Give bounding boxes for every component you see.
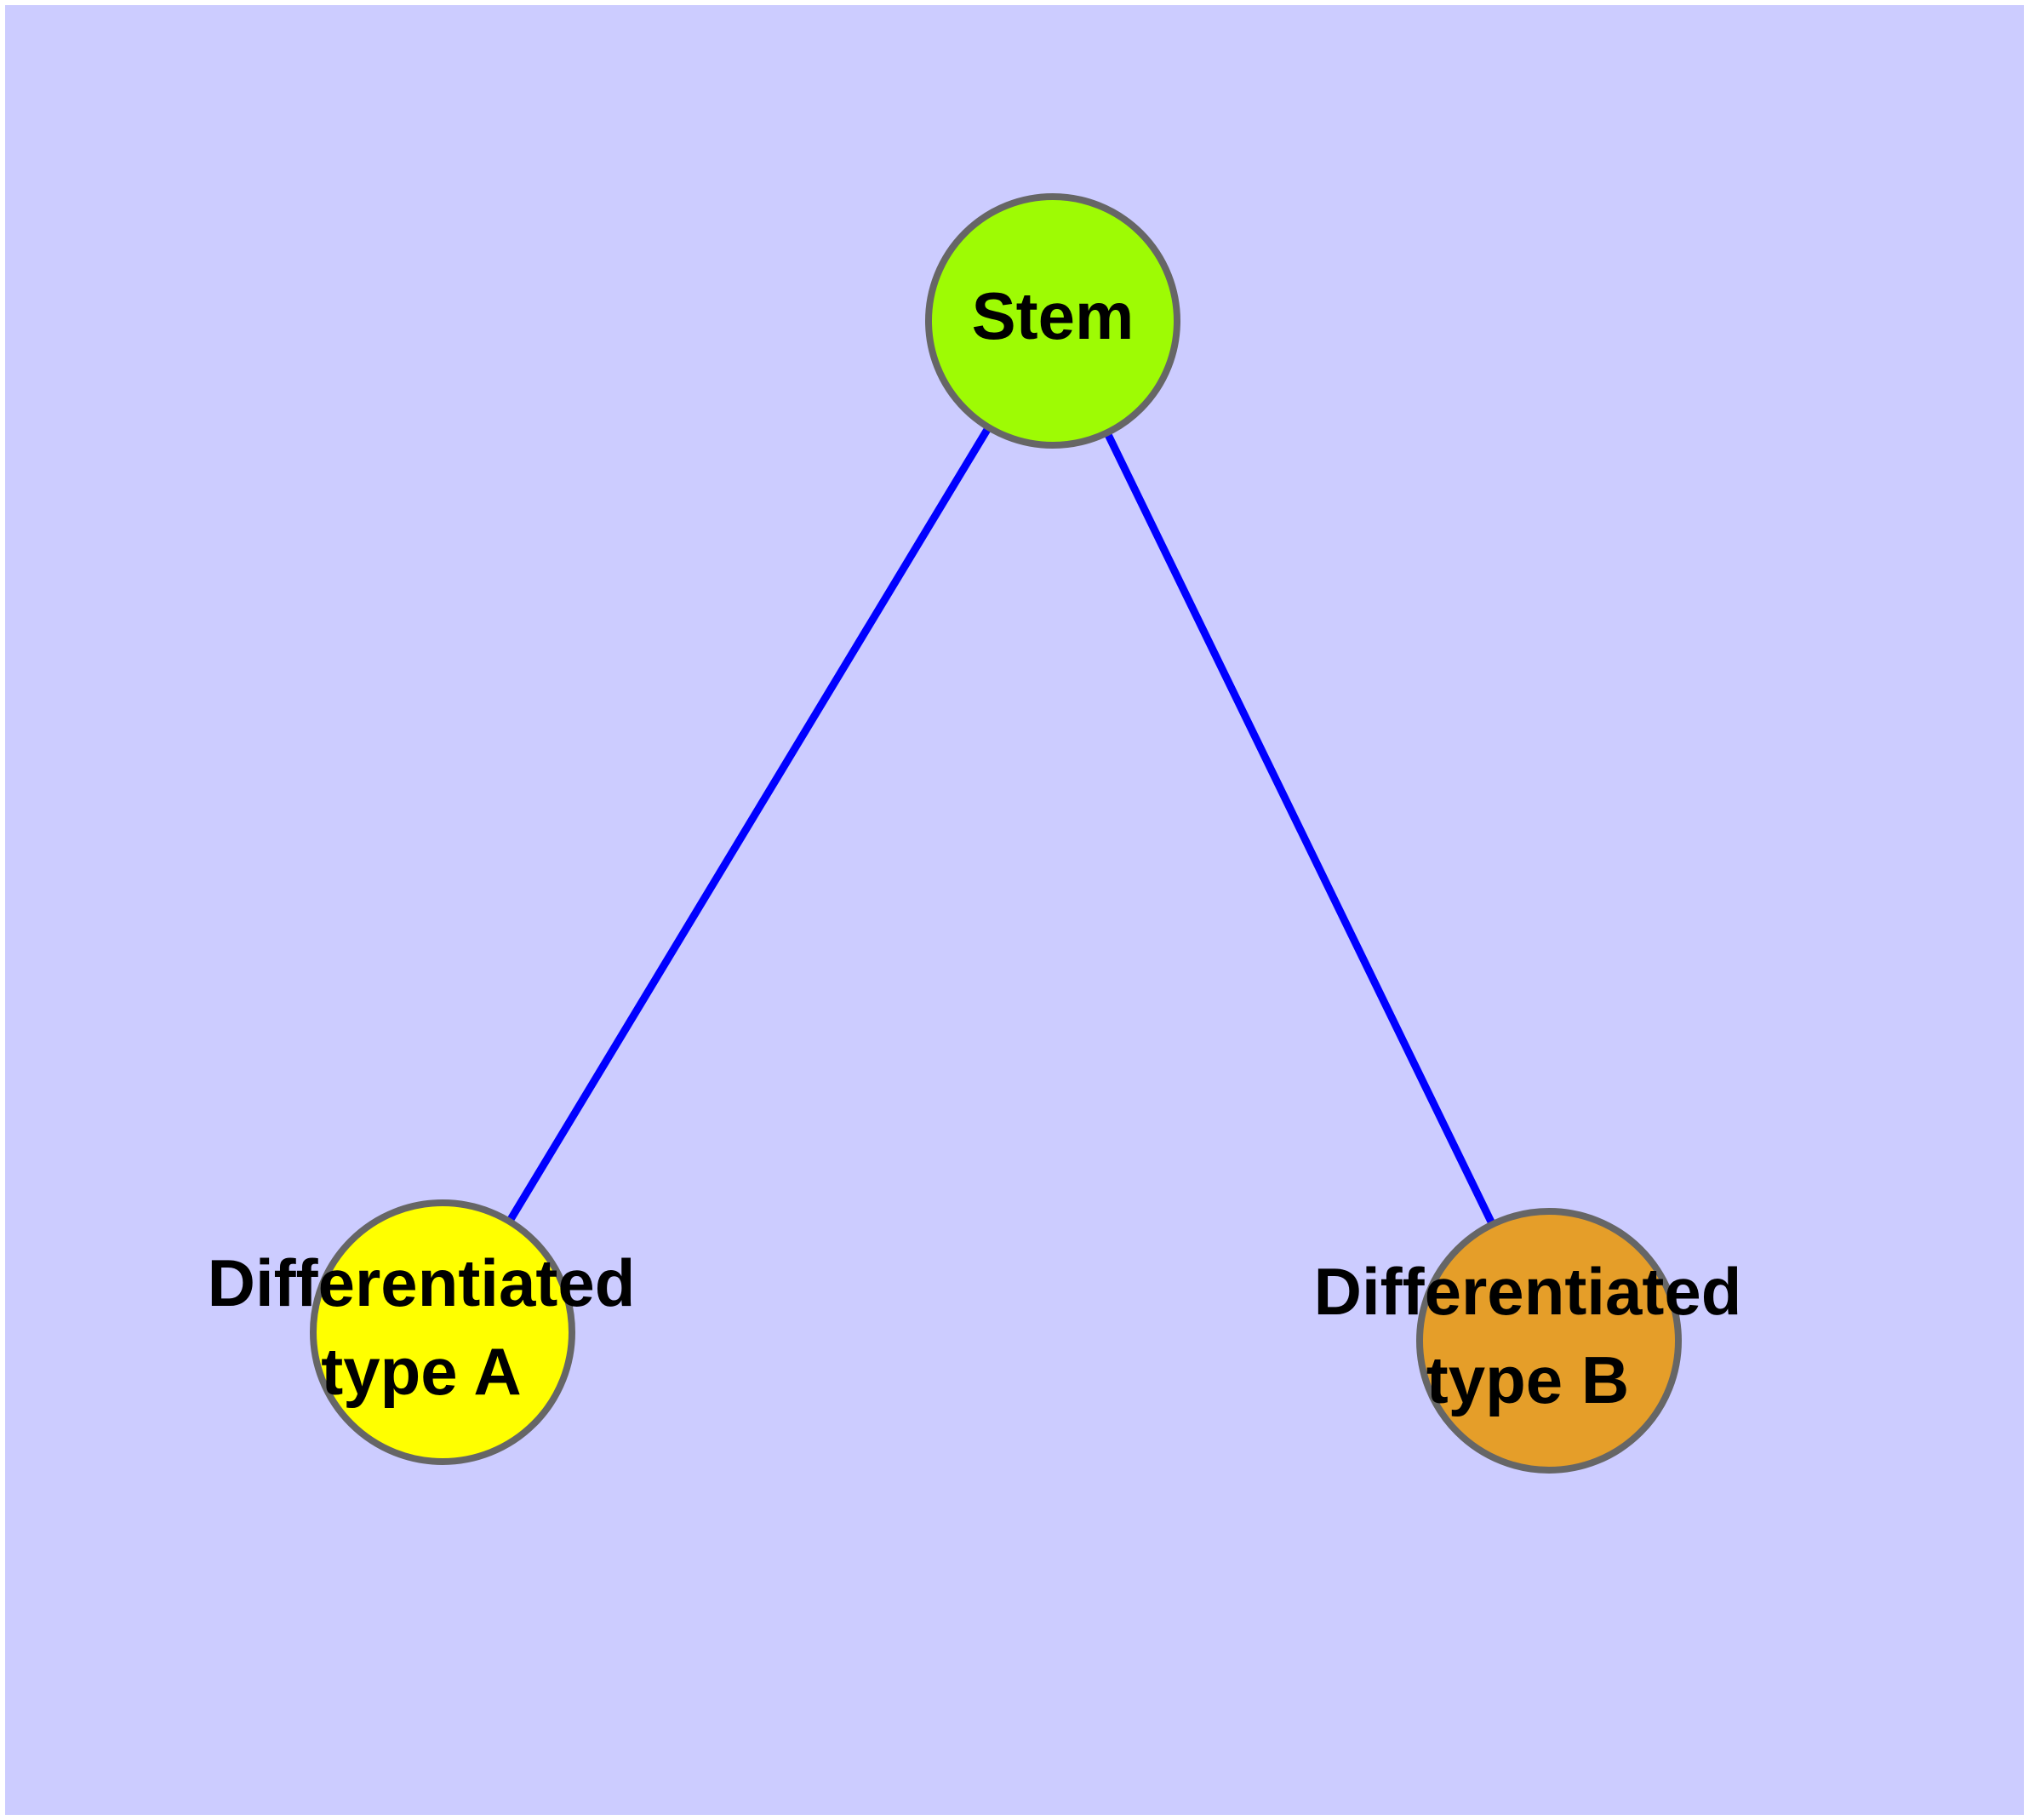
edge-layer (439, 318, 1553, 1342)
node-differentiated-type-b-circle[interactable] (1416, 1208, 1682, 1474)
edge-stem-to-differentiated-type-b[interactable] (1049, 319, 1553, 1342)
edge-stem-to-differentiated-type-a[interactable] (439, 318, 1056, 1335)
node-stem-circle[interactable] (925, 193, 1180, 449)
node-differentiated-type-a-circle[interactable] (310, 1199, 575, 1465)
node-stem-label: Stem (972, 278, 1135, 353)
node-stem[interactable]: Stem (925, 193, 1180, 449)
